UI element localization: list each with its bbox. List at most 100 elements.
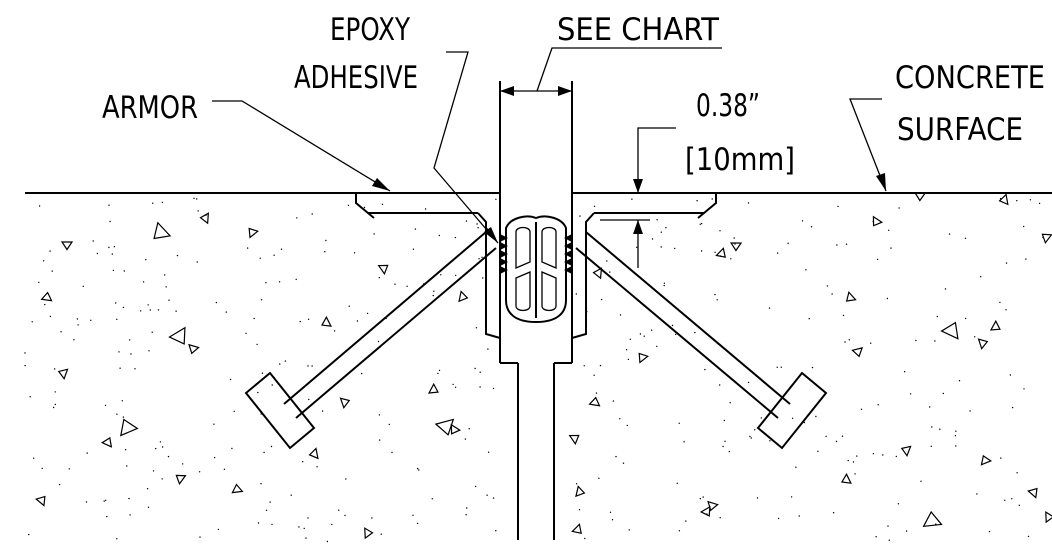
stipple-dot <box>454 236 457 239</box>
stipple-dot <box>269 501 271 503</box>
label-dimension-inches: 0.38” <box>696 88 760 124</box>
stipple-dot <box>1038 202 1041 205</box>
stipple-dot <box>1023 388 1025 390</box>
stipple-dot <box>147 304 149 306</box>
stipple-dot <box>148 350 150 352</box>
stipple-dot <box>265 509 268 511</box>
stipple-dot <box>722 445 724 448</box>
aggregate-triangle <box>998 193 1009 206</box>
stipple-dot <box>465 220 468 222</box>
stipple-dot <box>495 198 497 200</box>
stipple-dot <box>776 366 778 368</box>
stipple-dot <box>305 537 307 539</box>
aggregate-triangle <box>1041 233 1052 245</box>
aggregate-triangle <box>100 436 113 448</box>
stipple-dot <box>122 416 125 418</box>
stipple-dot <box>164 274 166 276</box>
stipple-dot <box>882 454 884 456</box>
stipple-dot <box>619 314 622 316</box>
stipple-dot <box>609 511 612 513</box>
stipple-dot <box>754 429 756 431</box>
stipple-dot <box>363 206 366 209</box>
stipple-dot <box>73 339 75 341</box>
stipple-dot <box>198 471 201 473</box>
left-armor <box>355 192 501 339</box>
stipple-dot <box>347 204 350 207</box>
stipple-dot <box>1004 499 1006 501</box>
label-surface: SURFACE <box>897 112 1023 148</box>
stipple-dot <box>1025 258 1027 260</box>
stipple-dot <box>246 247 249 249</box>
stipple-dot <box>373 233 375 235</box>
stipple-dot <box>700 250 703 252</box>
aggregate-triangle <box>900 445 912 458</box>
stipple-dot <box>259 257 261 259</box>
stipple-dot <box>730 258 732 260</box>
stipple-dot <box>271 523 273 526</box>
stipple-dot <box>38 205 41 207</box>
label-epoxy: EPOXY <box>330 12 410 48</box>
stipple-dot <box>299 320 301 323</box>
stipple-dot <box>147 506 150 508</box>
stipple-dot <box>326 540 329 543</box>
stipple-dot <box>958 380 961 382</box>
aggregate-triangle <box>427 382 439 394</box>
stipple-dot <box>92 240 94 242</box>
stipple-dot <box>149 309 151 311</box>
label-concrete: CONCRETE <box>895 60 1045 96</box>
stipple-dot <box>612 400 615 402</box>
stipple-dot <box>165 286 167 288</box>
stipple-dot <box>1011 498 1013 500</box>
aggregate-triangle <box>588 396 601 407</box>
stipple-dot <box>606 260 608 262</box>
stipple-dot <box>391 451 393 454</box>
stipple-dot <box>76 318 79 320</box>
aggregate-triangle <box>851 347 864 358</box>
stipple-dot <box>303 527 305 530</box>
stipple-dot <box>412 248 415 250</box>
stipple-dot <box>699 498 701 500</box>
label-see-chart: SEE CHART <box>557 12 720 48</box>
stipple-dot <box>897 503 900 505</box>
stipple-dot <box>930 445 932 447</box>
stipple-dot <box>51 270 53 272</box>
stipple-dot <box>260 299 263 301</box>
stipple-dot <box>671 324 674 327</box>
stipple-dot <box>714 251 716 253</box>
stipple-dot <box>643 335 645 337</box>
stipple-dot <box>476 223 478 225</box>
stipple-dot <box>167 455 170 458</box>
stipple-dot <box>611 519 614 521</box>
stipple-dot <box>936 315 938 318</box>
stipple-dot <box>134 368 136 370</box>
stipple-dot <box>477 227 479 229</box>
stipple-dot <box>803 421 806 424</box>
stipple-dot <box>225 311 227 313</box>
stipple-dot <box>817 450 819 452</box>
stipple-dot <box>33 457 35 459</box>
stipple-dot <box>780 366 782 368</box>
left-anchor-stud <box>244 231 497 450</box>
stipple-dot <box>82 285 85 287</box>
stipple-dot <box>161 478 163 480</box>
stipple-dot <box>495 530 497 532</box>
stipple-dot <box>625 349 628 351</box>
stipple-dot <box>955 445 957 447</box>
stipple-dot <box>1029 199 1032 201</box>
stipple-dot <box>895 455 897 458</box>
stipple-dot <box>307 365 309 367</box>
concrete-stipple <box>24 197 1044 543</box>
armor-depth-dimension <box>600 127 676 268</box>
stipple-dot <box>593 205 596 207</box>
stipple-dot <box>29 396 31 398</box>
stipple-dot <box>711 198 713 200</box>
stipple-dot <box>593 374 595 376</box>
stipple-dot <box>270 445 273 448</box>
stipple-dot <box>197 210 199 212</box>
stipple-dot <box>776 252 779 254</box>
stipple-dot <box>1016 472 1018 474</box>
stipple-dot <box>622 462 625 464</box>
stipple-dot <box>699 223 701 225</box>
stipple-dot <box>380 533 382 535</box>
